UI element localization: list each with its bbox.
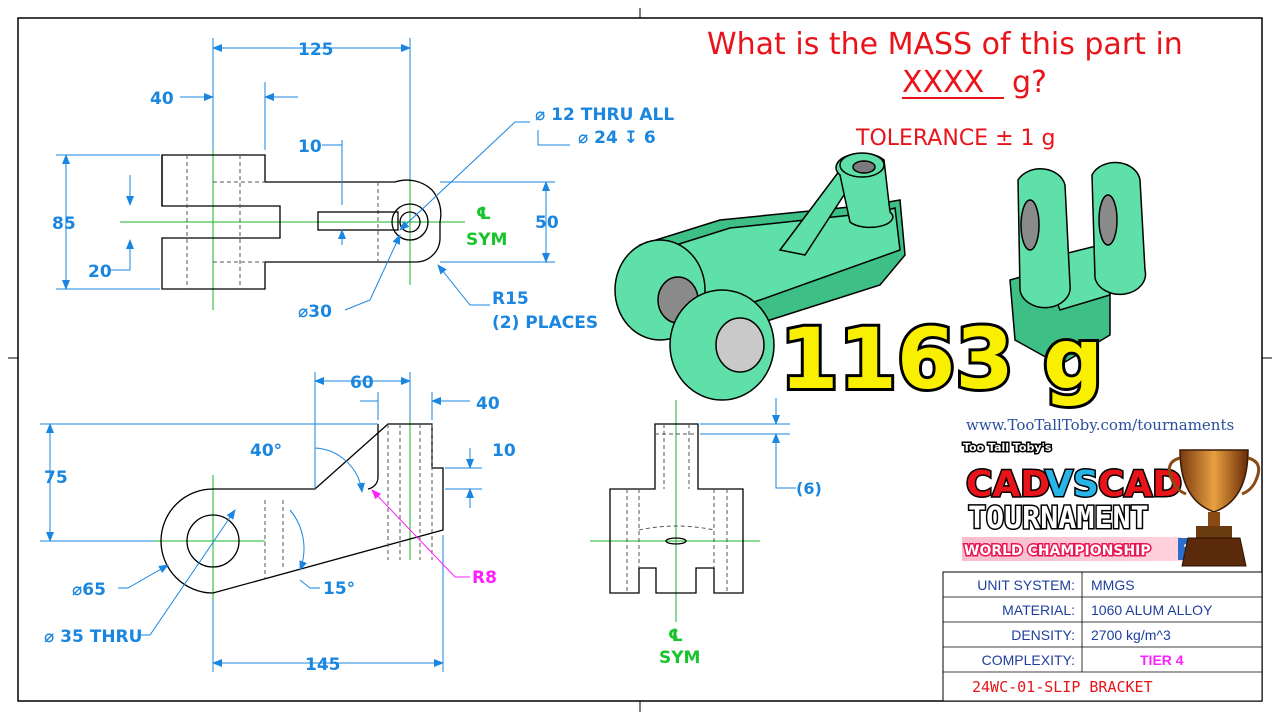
dim-r8: R8: [472, 568, 497, 588]
question-placeholder: XXXX: [902, 65, 984, 100]
dim-40-front: 40: [476, 394, 500, 414]
sym-label-side: SYM: [659, 648, 700, 668]
question-unit: g?: [1012, 65, 1047, 100]
hole-callout-thru: ⌀ 12 THRU ALL: [535, 105, 674, 125]
logo-vs: VS: [1045, 464, 1099, 505]
dim-145: 145: [305, 655, 341, 675]
tb-part-code: 24WC-01-SLIP BRACKET: [972, 678, 1153, 696]
tb-complexity-value: TIER 4: [1140, 652, 1184, 668]
dim-85: 85: [52, 214, 76, 234]
sym-label-top: SYM: [466, 230, 507, 250]
question: What is the MASS of this part in XXXX g?…: [707, 27, 1183, 151]
website-link[interactable]: www.TooTallToby.com/tournaments: [966, 416, 1234, 434]
dim-dia-65: ⌀65: [72, 580, 106, 600]
dim-dia-35-thru: ⌀ 35 THRU: [44, 627, 142, 647]
trophy-icon: [1167, 449, 1261, 567]
front-view: 60 40 10 75 40° 15° R8 ⌀65 ⌀ 35 THRU 145: [40, 372, 516, 675]
isometric-part-main: [614, 152, 906, 401]
dim-20: 20: [88, 262, 112, 282]
side-view: (6) ℄ SYM: [590, 398, 822, 668]
title-block: UNIT SYSTEM: MMGS MATERIAL: 1060 ALUM AL…: [942, 571, 1263, 702]
tb-material-value: 1060 ALUM ALLOY: [1091, 602, 1213, 618]
dim-r15: R15: [492, 289, 529, 309]
dim-10-top: 10: [298, 137, 322, 157]
tournament-logo: Too Tall Toby's CAD VS CAD TOURNAMENT WO…: [955, 435, 1261, 571]
dim-125: 125: [298, 40, 334, 60]
tb-material-label: MATERIAL:: [1002, 602, 1075, 618]
dim-50: 50: [535, 213, 559, 233]
angle-40: 40°: [250, 441, 282, 461]
dim-6: (6): [796, 479, 822, 498]
logo-championship: WORLD CHAMPIONSHIP: [964, 543, 1151, 559]
dim-75: 75: [44, 468, 68, 488]
tb-unit-label: UNIT SYSTEM:: [977, 577, 1075, 593]
dim-dia-30: ⌀30: [298, 302, 332, 322]
logo-tournament: TOURNAMENT: [968, 501, 1149, 536]
tb-unit-value: MMGS: [1091, 577, 1135, 593]
mass-answer: 1163 g: [780, 310, 1103, 408]
dim-r15-places: (2) PLACES: [492, 313, 598, 333]
angle-15: 15°: [323, 579, 355, 599]
dim-10-front: 10: [492, 441, 516, 461]
question-line: What is the MASS of this part in: [707, 27, 1183, 62]
centerline-symbol-side: ℄: [668, 626, 683, 646]
isometric-part-alt: [1009, 161, 1147, 366]
tb-density-label: DENSITY:: [1011, 627, 1075, 643]
tb-complexity-label: COMPLEXITY:: [982, 652, 1075, 668]
logo-cad-left: CAD: [966, 464, 1050, 505]
top-view: 125 40 10 85 50 20 ⌀ 12 THRU ALL ⌀ 24 ↧ …: [52, 38, 674, 333]
tb-density-value: 2700 kg/m^3: [1091, 627, 1171, 643]
tolerance: TOLERANCE ± 1 g: [855, 126, 1055, 151]
hole-callout-cbore: ⌀ 24 ↧ 6: [578, 128, 656, 148]
dim-60: 60: [350, 373, 374, 393]
logo-owner: Too Tall Toby's: [963, 441, 1052, 454]
centerline-symbol-top: ℄: [476, 204, 491, 224]
dim-40-top: 40: [150, 89, 174, 109]
